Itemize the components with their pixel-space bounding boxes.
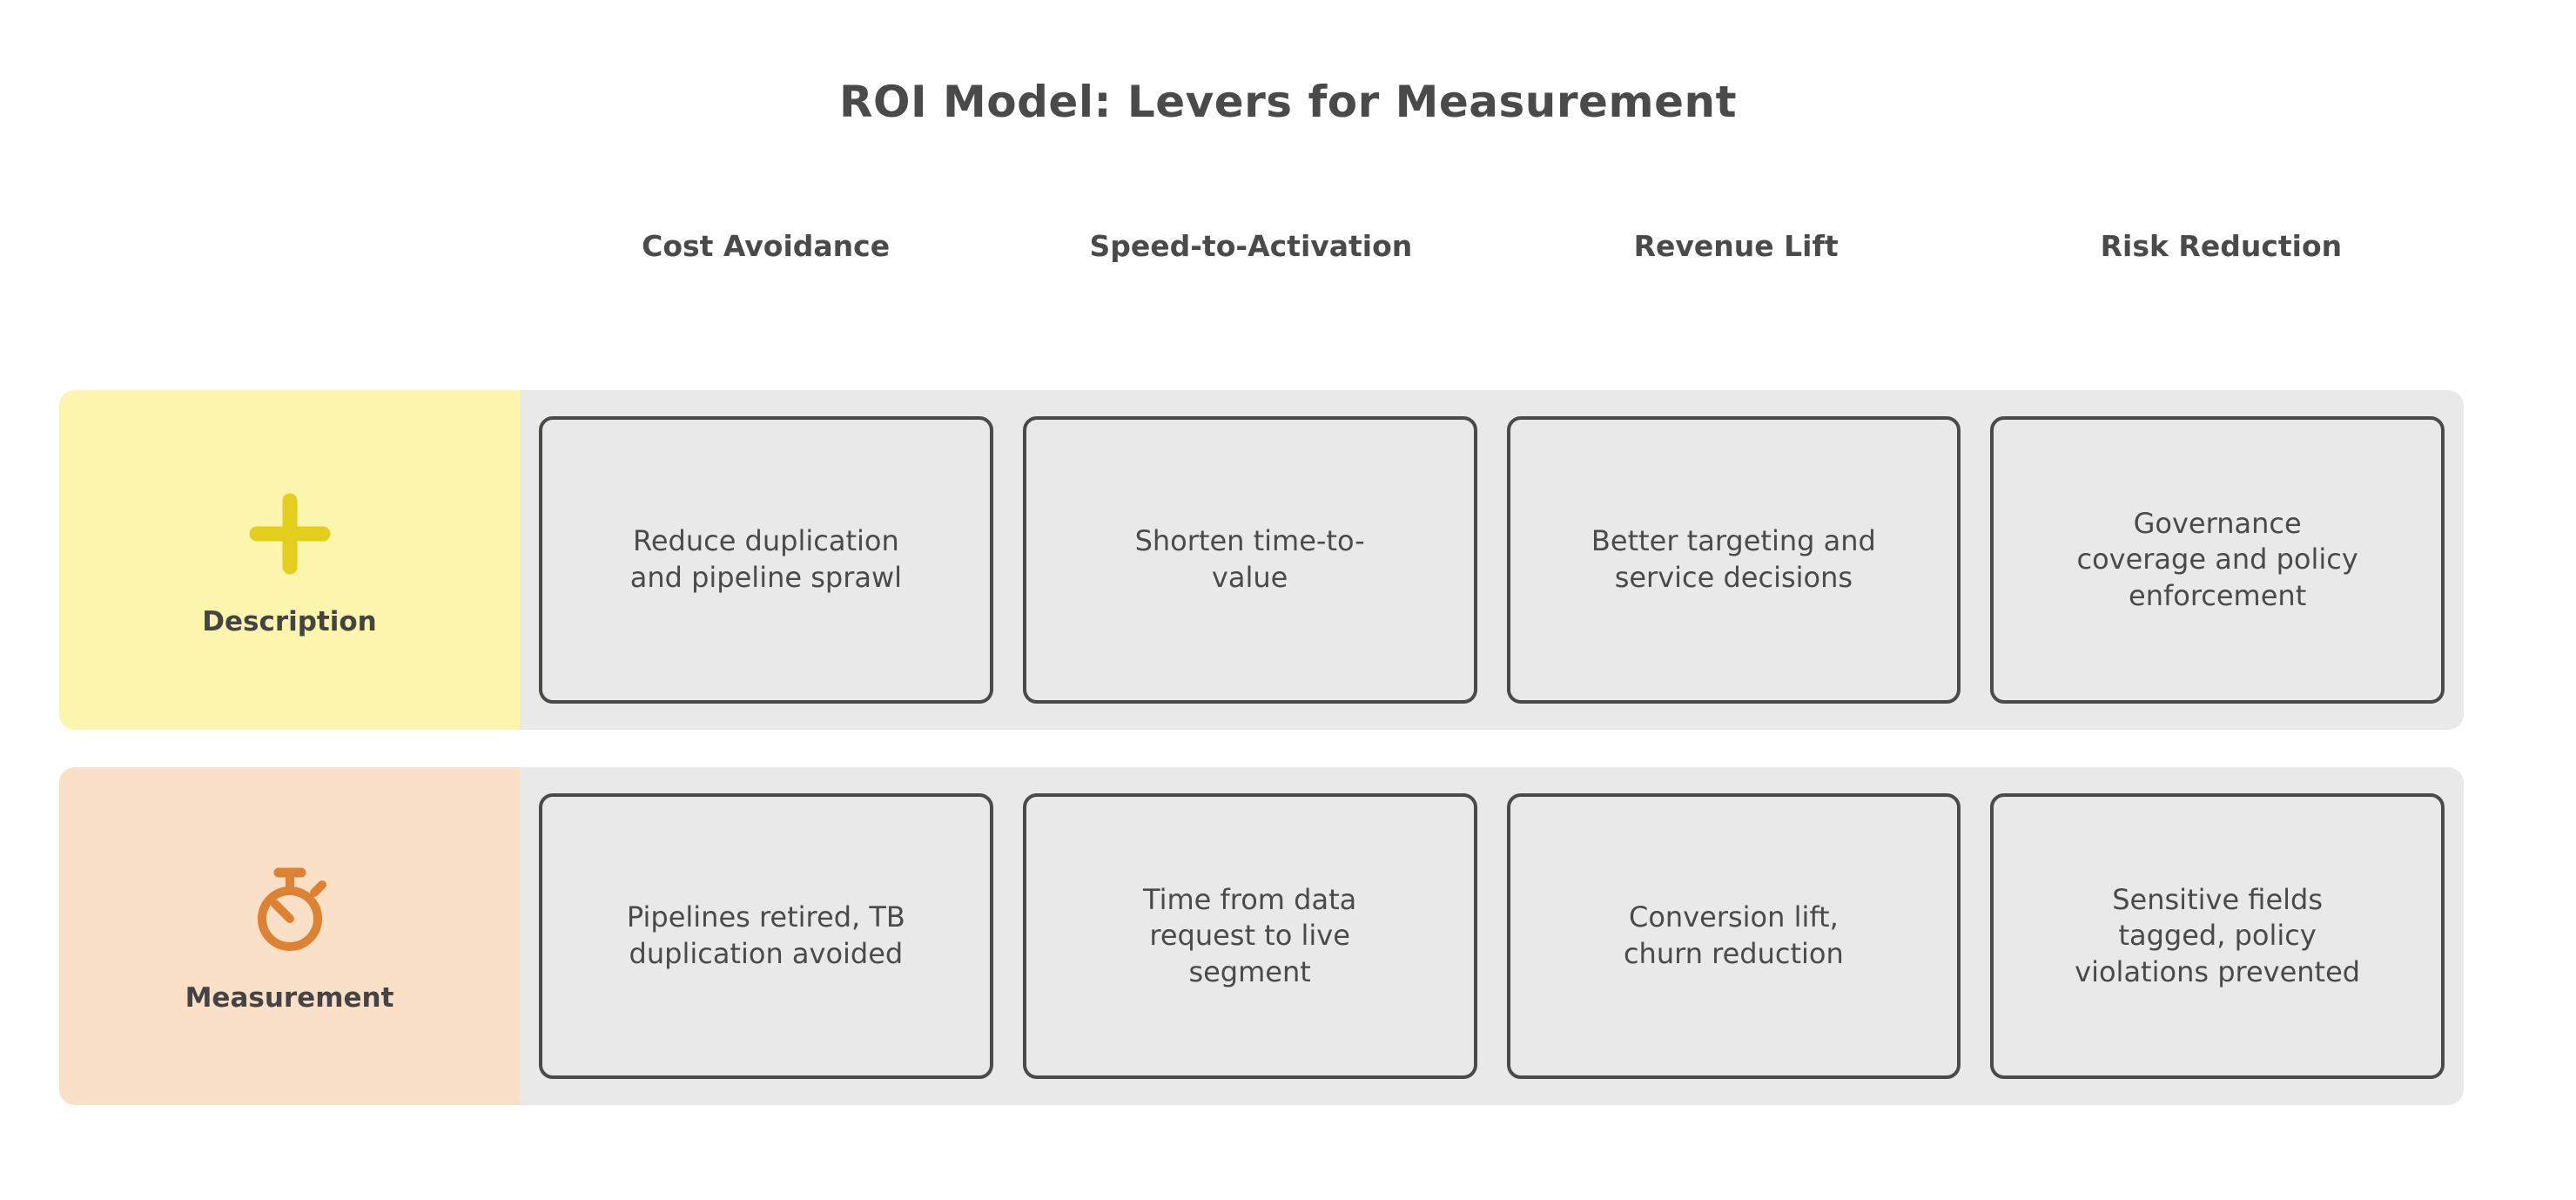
row-cards-measurement: Pipelines retired, TB duplication avoide… [520,767,2464,1105]
cell-text: Pipelines retired, TB duplication avoide… [626,900,905,970]
stopwatch-icon [238,853,342,967]
cell-text: Time from data request to live segment [1143,882,1357,988]
row-label-measurement: Measurement [59,767,520,1105]
cell-description-cost-avoidance: Reduce duplication and pipeline sprawl [539,416,993,704]
cell-text: Conversion lift, churn reduction [1623,900,1844,970]
cell-measurement-revenue-lift: Conversion lift, churn reduction [1506,793,1961,1079]
cell-description-risk-reduction: Governance coverage and policy enforceme… [1990,416,2445,704]
plus-icon [238,477,342,590]
cell-text: Better targeting and service decisions [1591,524,1876,594]
page-title: ROI Model: Levers for Measurement [839,77,1737,127]
cell-text: Reduce duplication and pipeline sprawl [629,524,903,594]
cell-text: Governance coverage and policy enforceme… [2076,506,2358,612]
cell-text: Sensitive fields tagged, policy violatio… [2075,882,2361,988]
matrix-row-measurement: Measurement Pipelines retired, TB duplic… [59,767,2464,1105]
row-label-description: Description [59,390,520,730]
row-cards-description: Reduce duplication and pipeline sprawl S… [520,390,2464,730]
row-label-measurement-text: Measurement [185,982,394,1014]
cell-measurement-risk-reduction: Sensitive fields tagged, policy violatio… [1990,793,2445,1079]
cell-measurement-cost-avoidance: Pipelines retired, TB duplication avoide… [539,793,993,1079]
column-header-row: Cost Avoidance Speed-to-Activation Reven… [523,190,2464,303]
cell-measurement-speed-to-activation: Time from data request to live segment [1022,793,1477,1079]
cell-description-speed-to-activation: Shorten time-to-value [1022,416,1477,704]
row-label-description-text: Description [202,606,377,637]
matrix-row-description: Description Reduce duplication and pipel… [59,390,2464,730]
column-header-revenue-lift: Revenue Lift [1633,228,1839,263]
column-header-cost-avoidance: Cost Avoidance [642,228,891,263]
column-header-risk-reduction: Risk Reduction [2100,228,2343,263]
cell-description-revenue-lift: Better targeting and service decisions [1506,416,1961,704]
column-header-speed-to-activation: Speed-to-Activation [1089,228,1413,263]
cell-text: Shorten time-to-value [1134,524,1365,594]
